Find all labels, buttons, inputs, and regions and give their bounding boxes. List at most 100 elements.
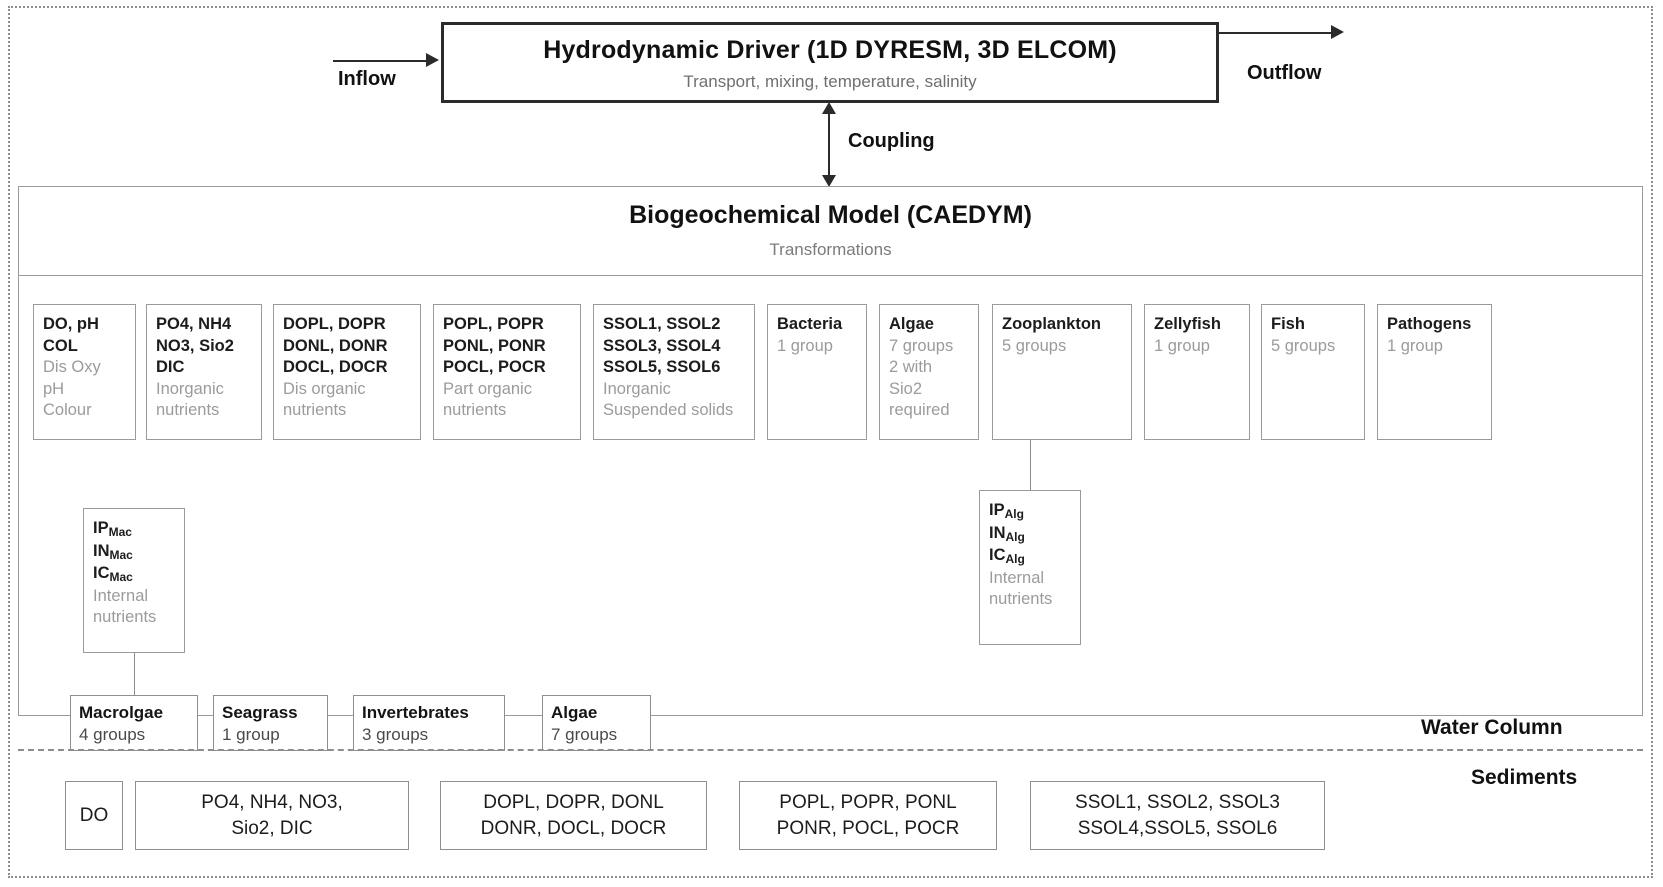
state-box-oxygen-ph-colour: DO, pH COL Dis Oxy pH Colour <box>33 304 136 440</box>
inflow-label: Inflow <box>338 68 396 90</box>
state-box-inorganic-nutrients: PO4, NH4 NO3, Sio2 DIC Inorganic nutrien… <box>146 304 262 440</box>
sv-var-base: IP <box>989 501 1005 519</box>
sv-var-base: IN <box>989 523 1006 542</box>
state-box-bacteria: Bacteria 1 group <box>767 304 867 440</box>
caedym-title: Biogeochemical Model (CAEDYM) <box>629 201 1032 229</box>
sv-desc: required <box>889 401 950 419</box>
connector-algae <box>1030 440 1031 490</box>
benthic-title: Algae <box>551 703 598 722</box>
state-box-zooplankton: Zooplankton 5 groups <box>992 304 1132 440</box>
benthic-box-invertebrates: Invertebrates 3 groups <box>353 695 505 751</box>
state-box-dissolved-organic-nutrients: DOPL, DOPR DONL, DONR DOCL, DOCR Dis org… <box>273 304 421 440</box>
sv-var: Zellyfish <box>1154 315 1221 333</box>
sv-desc: Suspended solids <box>603 401 734 419</box>
sediment-line: DO <box>79 804 109 826</box>
benthic-sub: 4 groups <box>79 725 146 744</box>
hydrodynamic-driver-title: Hydrodynamic Driver (1D DYRESM, 3D ELCOM… <box>543 36 1117 64</box>
sv-desc: Inorganic <box>603 379 671 398</box>
sv-var: DOCL, DOCR <box>283 358 388 376</box>
sv-desc: 7 groups <box>889 336 954 355</box>
caedym-header-band: Biogeochemical Model (CAEDYM) Transforma… <box>18 186 1643 276</box>
sv-desc: Sio2 <box>889 379 923 398</box>
coupling-label: Coupling <box>848 130 935 152</box>
hydrodynamic-driver-subtitle: Transport, mixing, temperature, salinity <box>683 72 977 91</box>
sediment-line: DOPL, DOPR, DONL <box>483 791 664 813</box>
sv-desc: Inorganic <box>156 379 224 398</box>
benthic-title: Macrolgae <box>79 703 164 722</box>
benthic-sub: 7 groups <box>551 725 618 744</box>
sv-var: DOPL, DOPR <box>283 315 386 333</box>
sv-var: Algae <box>889 315 934 333</box>
sediments-label: Sediments <box>1471 766 1578 789</box>
sv-desc: Internal <box>989 568 1045 587</box>
sv-var-sub: Mac <box>108 525 132 539</box>
outflow-label: Outflow <box>1247 62 1322 84</box>
sv-var: POCL, POCR <box>443 358 546 376</box>
sv-var: SSOL5, SSOL6 <box>603 358 721 376</box>
water-sediment-separator <box>18 749 1643 751</box>
benthic-title: Seagrass <box>222 703 298 722</box>
sv-desc: 1 group <box>777 336 833 355</box>
coupling-arrow-head-down <box>822 175 836 187</box>
caedym-subtitle: Transformations <box>769 240 892 259</box>
sv-var: PONL, PONR <box>443 336 546 355</box>
sediment-box-particulate-organic: POPL, POPR, PONL PONR, POCL, POCR <box>739 781 997 850</box>
benthic-box-algae: Algae 7 groups <box>542 695 651 751</box>
sediment-box-inorganic-nutrients: PO4, NH4, NO3, Sio2, DIC <box>135 781 409 850</box>
sediment-line: SSOL1, SSOL2, SSOL3 <box>1075 791 1280 813</box>
sediment-line: Sio2, DIC <box>231 817 313 839</box>
sv-var-sub: Mac <box>109 547 133 562</box>
sediment-line: SSOL4,SSOL5, SSOL6 <box>1077 817 1278 839</box>
sv-desc: Internal <box>93 586 149 605</box>
sv-desc: pH <box>43 379 65 398</box>
coupling-arrow-line <box>828 106 830 184</box>
outflow-arrow-line <box>1219 32 1334 34</box>
sv-var: DIC <box>156 358 185 376</box>
state-box-fish: Fish 5 groups <box>1261 304 1365 440</box>
sv-var-sub: Alg <box>1005 552 1025 566</box>
sv-var: IPAlg <box>989 500 1080 523</box>
sv-desc: Colour <box>43 401 92 419</box>
sv-desc: Part organic <box>443 379 532 398</box>
state-box-particulate-organic-nutrients: POPL, POPR PONL, PONR POCL, POCR Part or… <box>433 304 581 440</box>
state-box-zellyfish: Zellyfish 1 group <box>1144 304 1250 440</box>
sediment-box-dissolved-organic: DOPL, DOPR, DONL DONR, DOCL, DOCR <box>440 781 707 850</box>
sv-var: ICMac <box>93 563 184 586</box>
state-box-pathogens: Pathogens 1 group <box>1377 304 1492 440</box>
sv-desc: nutrients <box>283 401 347 419</box>
internal-nutrients-algae-box: IPAlg INAlg ICAlg Internal nutrients <box>979 490 1081 645</box>
sv-desc: nutrients <box>156 401 220 419</box>
sv-var: SSOL3, SSOL4 <box>603 336 721 355</box>
sv-var: Pathogens <box>1387 315 1472 333</box>
inflow-arrow-line <box>333 60 428 62</box>
benthic-sub: 1 group <box>222 725 280 744</box>
sv-desc: nutrients <box>93 608 157 626</box>
sv-var: DO, pH <box>43 315 99 333</box>
benthic-box-seagrass: Seagrass 1 group <box>213 695 328 751</box>
internal-nutrients-macroalgae-box: IPMac INMac ICMac Internal nutrients <box>83 508 185 653</box>
sv-desc: Dis organic <box>283 379 366 398</box>
sv-var: SSOL1, SSOL2 <box>603 315 721 333</box>
sv-var: INAlg <box>989 523 1080 546</box>
sv-var-sub: Alg <box>1005 529 1025 544</box>
sv-var: PO4, NH4 <box>156 315 232 333</box>
sv-var: Fish <box>1271 315 1305 333</box>
state-box-suspended-solids: SSOL1, SSOL2 SSOL3, SSOL4 SSOL5, SSOL6 I… <box>593 304 755 440</box>
sediment-line: PO4, NH4, NO3, <box>201 791 343 813</box>
sv-desc: 1 group <box>1387 336 1443 355</box>
diagram-outer-frame <box>8 6 1653 878</box>
sv-var-sub: Mac <box>109 570 133 584</box>
state-box-algae: Algae 7 groups 2 with Sio2 required <box>879 304 979 440</box>
benthic-title: Invertebrates <box>362 703 469 722</box>
connector-macroalgae <box>134 653 135 695</box>
coupling-arrow-head-up <box>822 102 836 114</box>
sv-desc: 5 groups <box>1271 336 1336 355</box>
outflow-arrow-head <box>1331 25 1344 39</box>
sv-desc: nutrients <box>443 401 507 419</box>
sv-var-sub: Alg <box>1004 507 1024 521</box>
sv-desc: nutrients <box>989 590 1053 608</box>
benthic-box-macrolgae: Macrolgae 4 groups <box>70 695 198 751</box>
sv-var: NO3, Sio2 <box>156 336 234 355</box>
sv-var-base: IN <box>93 541 110 560</box>
